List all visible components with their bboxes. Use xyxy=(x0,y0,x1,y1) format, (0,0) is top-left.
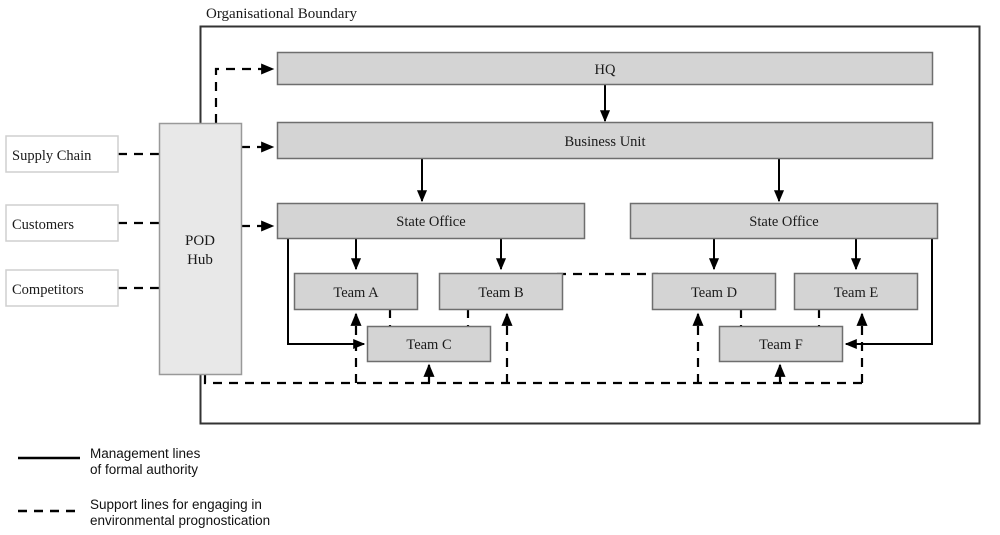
team-a-label: Team A xyxy=(333,285,379,301)
management-lines-group xyxy=(287,85,933,350)
support-lines-group xyxy=(118,63,868,385)
external-box-competitors[interactable]: Competitors xyxy=(5,269,119,307)
team-c-label: Team C xyxy=(406,337,451,353)
business-unit-label: Business Unit xyxy=(565,134,646,150)
team-b-label: Team B xyxy=(478,285,523,301)
pod-hub-label-line1: POD xyxy=(185,233,215,249)
team-f-box[interactable]: Team F xyxy=(718,325,844,363)
team-c-box[interactable]: Team C xyxy=(366,325,492,363)
team-d-label: Team D xyxy=(691,285,737,301)
team-e-box[interactable]: Team E xyxy=(793,272,919,311)
team-b-box[interactable]: Team B xyxy=(438,272,564,311)
external-box-supply-chain[interactable]: Supply Chain xyxy=(5,135,119,173)
state-office-right-label: State Office xyxy=(749,214,818,230)
pod-hub-label-line2: Hub xyxy=(187,252,213,268)
legend-dashed-label-line1: Support lines for engaging in xyxy=(90,497,262,512)
line-so-left-to-team-c xyxy=(287,239,366,350)
team-e-label: Team E xyxy=(834,285,879,301)
line-hub-to-support-bus xyxy=(203,375,862,385)
state-office-left-box[interactable]: State Office xyxy=(276,202,586,240)
legend-solid-label-line1: Management lines xyxy=(90,446,201,461)
business-unit-box[interactable]: Business Unit xyxy=(276,121,934,160)
team-d-box[interactable]: Team D xyxy=(651,272,777,311)
line-so-right-to-team-f xyxy=(844,239,933,350)
boundary-title: Organisational Boundary xyxy=(206,6,357,22)
line-hub-to-hq xyxy=(214,63,275,123)
legend-group: Management lines of formal authority Sup… xyxy=(18,446,270,528)
legend-solid-label-line2: of formal authority xyxy=(90,462,198,477)
hq-label: HQ xyxy=(595,62,616,78)
legend-dashed-label-line2: environmental prognostication xyxy=(90,513,270,528)
external-label-competitors: Competitors xyxy=(12,282,84,298)
team-f-label: Team F xyxy=(759,337,803,353)
external-label-customers: Customers xyxy=(12,217,74,233)
pod-hub-box[interactable]: POD Hub xyxy=(158,122,243,376)
external-entities-group: Supply Chain Customers Competitors xyxy=(5,135,119,307)
team-a-box[interactable]: Team A xyxy=(293,272,419,311)
external-box-customers[interactable]: Customers xyxy=(5,204,119,242)
state-office-right-box[interactable]: State Office xyxy=(629,202,939,240)
external-label-supply-chain: Supply Chain xyxy=(12,148,92,164)
state-office-left-label: State Office xyxy=(396,214,465,230)
hq-box[interactable]: HQ xyxy=(276,51,934,86)
